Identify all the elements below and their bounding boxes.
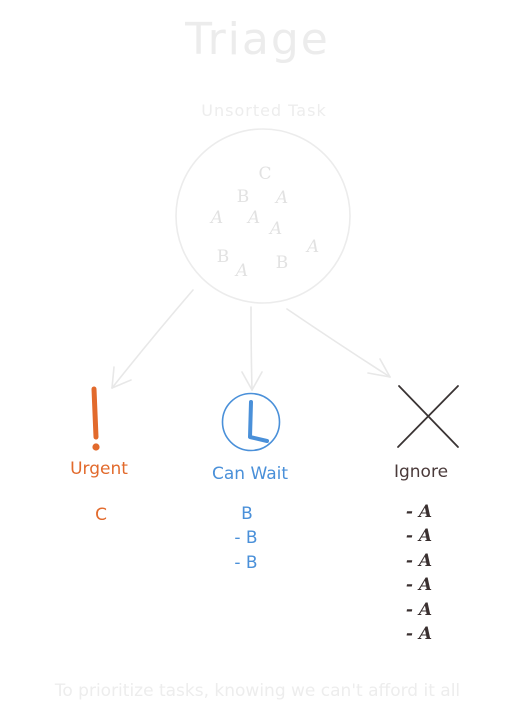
x-icon bbox=[397, 385, 459, 448]
can-wait-task: - B bbox=[234, 553, 258, 573]
pool-task: A bbox=[306, 237, 320, 257]
ignore-task: - A bbox=[405, 600, 433, 620]
ignore-task: - A bbox=[405, 551, 433, 571]
diagram-title: Triage bbox=[185, 14, 330, 65]
footer-caption: To prioritize tasks, knowing we can't af… bbox=[54, 681, 461, 701]
pool-task: B bbox=[216, 247, 230, 267]
clock-icon bbox=[221, 392, 281, 452]
exclamation-icon bbox=[91, 386, 100, 451]
column-label-ignore: Ignore bbox=[393, 462, 449, 482]
can-wait-task: - B bbox=[234, 528, 258, 548]
urgent-task: C bbox=[95, 505, 107, 525]
column-label-urgent: Urgent bbox=[70, 459, 128, 479]
ignore-task: - A bbox=[405, 624, 433, 644]
pool-task: A bbox=[275, 188, 289, 208]
pool-task: A bbox=[235, 261, 249, 281]
can-wait-task: B bbox=[241, 504, 253, 524]
pool-task: B bbox=[275, 253, 289, 273]
arrow-to-urgent bbox=[111, 289, 194, 389]
pool-label: Unsorted Task bbox=[201, 101, 327, 120]
pool-task: A bbox=[269, 219, 283, 239]
pool-task: B bbox=[236, 187, 250, 207]
pool-task: A bbox=[210, 208, 224, 228]
pool-task: C bbox=[258, 164, 272, 184]
ignore-task: - A bbox=[405, 526, 433, 546]
unsorted-pool-circle bbox=[175, 128, 351, 304]
ignore-task: - A bbox=[405, 575, 433, 595]
arrow-to-ignore bbox=[286, 308, 391, 378]
arrow-to-can-wait bbox=[241, 306, 263, 391]
ignore-task: - A bbox=[405, 502, 433, 522]
column-label-can-wait: Can Wait bbox=[212, 464, 288, 484]
pool-task: A bbox=[247, 208, 261, 228]
